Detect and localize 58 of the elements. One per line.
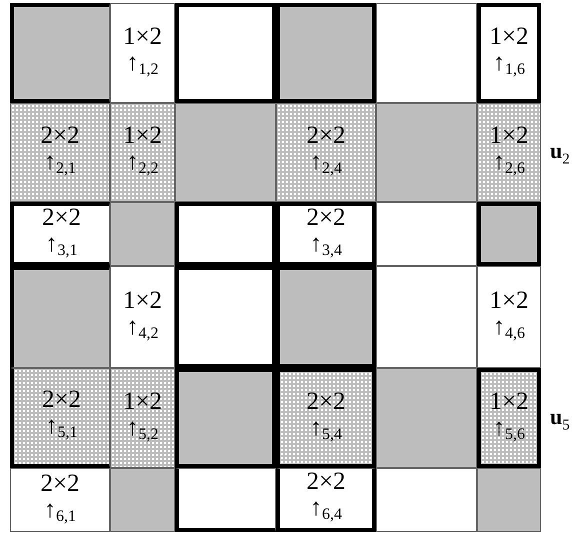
- index-label: ↑$_{3,1}$: [46, 230, 78, 260]
- grid-cell: [10, 202, 110, 266]
- index-label: ↑$_{2,1}$: [44, 149, 76, 179]
- grid-cell: [477, 3, 541, 103]
- grid-cell: [110, 368, 175, 468]
- index-label: ↑$_{2,4}$: [310, 149, 342, 179]
- index-label: ↑$_{4,6}$: [493, 314, 525, 344]
- grid-cell: [10, 468, 110, 532]
- size-label: 1×2: [489, 24, 529, 50]
- grid-cell: [477, 266, 541, 368]
- grid-cell: [110, 266, 175, 368]
- size-label: 2×2: [42, 204, 82, 230]
- size-label: 2×2: [40, 470, 80, 496]
- shaded-cell: [276, 3, 376, 103]
- shaded-cell: [376, 103, 477, 202]
- size-label: 2×2: [42, 387, 82, 413]
- index-label: ↑$_{4,2}$: [126, 314, 158, 344]
- index-label: ↑$_{1,6}$: [493, 50, 525, 80]
- index-label: ↑$_{3,4}$: [310, 230, 342, 260]
- index-label: ↑$_{1,2}$: [126, 50, 158, 80]
- size-label: 2×2: [306, 388, 346, 414]
- size-label: 1×2: [489, 288, 529, 314]
- index-label: ↑$_{5,6}$: [493, 414, 525, 444]
- index-label: ↑$_{5,4}$: [310, 414, 342, 444]
- shaded-cell: [477, 468, 541, 532]
- shaded-cell: [10, 3, 110, 103]
- grid-cell: [110, 3, 175, 103]
- size-label: 1×2: [489, 123, 529, 149]
- index-label: ↑$_{6,4}$: [310, 495, 342, 525]
- shaded-cell: [376, 368, 477, 468]
- grid-cell: [276, 468, 376, 532]
- row-label: u$_{2}$: [550, 138, 570, 168]
- index-label: ↑$_{2,2}$: [126, 149, 158, 179]
- grid-cell: [10, 103, 110, 202]
- size-label: 1×2: [122, 288, 162, 314]
- index-label: ↑$_{5,1}$: [46, 413, 78, 443]
- index-label: ↑$_{6,1}$: [44, 496, 76, 526]
- shaded-cell: [477, 202, 541, 266]
- shaded-cell: [175, 103, 276, 202]
- grid-cell: [477, 103, 541, 202]
- shaded-cell: [10, 266, 110, 368]
- size-label: 1×2: [489, 388, 529, 414]
- grid-cell: [477, 368, 541, 468]
- row-label: u$_{5}$: [550, 404, 570, 434]
- size-label: 1×2: [122, 123, 162, 149]
- size-label: 2×2: [306, 204, 346, 230]
- index-label: ↑$_{5,2}$: [126, 414, 158, 444]
- index-label: ↑$_{2,6}$: [493, 149, 525, 179]
- grid-cell: [276, 103, 376, 202]
- size-label: 2×2: [306, 469, 346, 495]
- grid-cell: [110, 103, 175, 202]
- shaded-cell: [110, 202, 175, 266]
- size-label: 1×2: [122, 388, 162, 414]
- grid-cell: [10, 368, 110, 468]
- size-label: 2×2: [40, 123, 80, 149]
- size-label: 1×2: [122, 24, 162, 50]
- size-label: 2×2: [306, 123, 346, 149]
- shaded-cell: [110, 468, 175, 532]
